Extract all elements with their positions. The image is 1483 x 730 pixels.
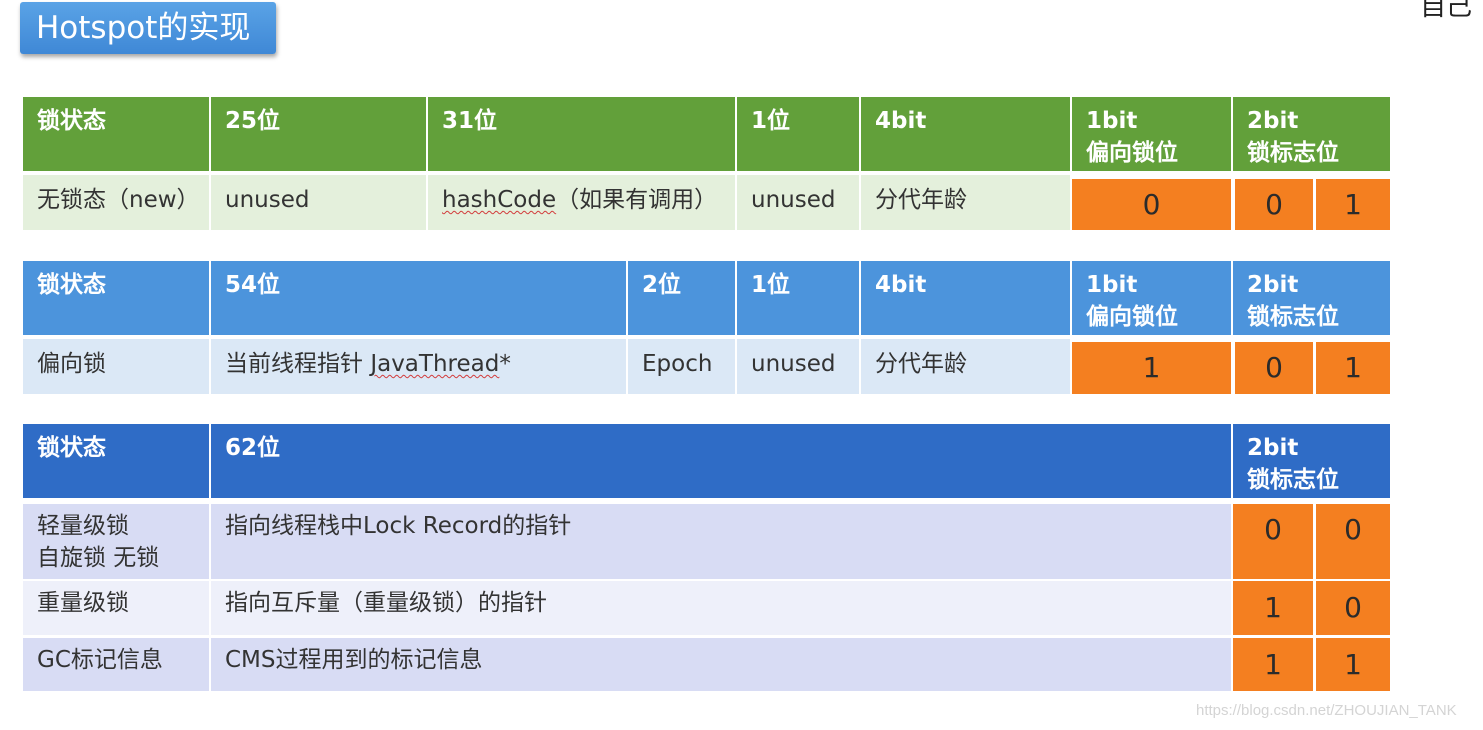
header-lock-flag-label: 锁标志位 <box>1247 467 1339 493</box>
cell-flag-bit1: 0 <box>1233 504 1313 579</box>
header-lock-state: 锁状态 <box>23 424 209 498</box>
header-4bit-age: 4bit <box>861 261 1070 335</box>
header-biased-bit-label: 偏向锁位 <box>1086 140 1178 166</box>
cell-25bit: unused <box>211 175 426 230</box>
header-2bit-epoch: 2位 <box>628 261 735 335</box>
cell-biased-bit: 0 <box>1072 179 1231 230</box>
header-biased-bit-size: 1bit <box>1086 272 1138 298</box>
cell-age: 分代年龄 <box>861 175 1070 230</box>
header-25bit: 25位 <box>211 97 426 171</box>
cell-age: 分代年龄 <box>861 339 1070 394</box>
cell-flag-bit2: 0 <box>1316 581 1390 635</box>
cell-31bit: hashCode（如果有调用） <box>428 175 735 230</box>
cell-flag-bit1: 0 <box>1235 179 1313 230</box>
header-62bit: 62位 <box>211 424 1231 498</box>
state-line2: 自旋锁 无锁 <box>37 545 160 571</box>
header-lock-flag-size: 2bit <box>1247 272 1299 298</box>
cell-lock-state: 偏向锁 <box>23 339 209 394</box>
cell-thread-pointer: 当前线程指针 JavaThread* <box>211 339 626 394</box>
cell-lock-state-heavyweight: 重量级锁 <box>23 581 209 635</box>
cell-content-gc: CMS过程用到的标记信息 <box>211 638 1231 691</box>
cell-flag-bit1: 0 <box>1235 342 1313 394</box>
thread-pointer-text: 当前线程指针 <box>225 351 371 377</box>
pointer-asterisk: * <box>499 351 511 377</box>
header-lock-state: 锁状态 <box>23 261 209 335</box>
cell-flag-bit2: 1 <box>1316 179 1390 230</box>
hashcode-note: （如果有调用） <box>556 187 718 213</box>
header-biased-bit: 1bit 偏向锁位 <box>1072 97 1231 171</box>
slide-title: Hotspot的实现 <box>20 2 276 54</box>
cell-biased-bit: 1 <box>1072 342 1231 394</box>
header-31bit: 31位 <box>428 97 735 171</box>
corner-text: 自己 <box>1420 0 1473 22</box>
cell-lock-state-lightweight: 轻量级锁 自旋锁 无锁 <box>23 504 209 579</box>
cell-content-heavyweight: 指向互斥量（重量级锁）的指针 <box>211 581 1231 635</box>
header-54bit: 54位 <box>211 261 626 335</box>
hashcode-text: hashCode <box>442 187 557 213</box>
header-biased-bit: 1bit 偏向锁位 <box>1072 261 1231 335</box>
header-lock-state: 锁状态 <box>23 97 209 171</box>
cell-flag-bit1: 1 <box>1233 581 1313 635</box>
header-lock-flag-label: 锁标志位 <box>1247 304 1339 330</box>
header-lock-flag-size: 2bit <box>1247 435 1299 461</box>
header-1bit-unused: 1位 <box>737 97 859 171</box>
header-lock-flag: 2bit 锁标志位 <box>1233 261 1390 335</box>
javathread-text: JavaThread <box>370 351 500 377</box>
cell-content-lightweight: 指向线程栈中Lock Record的指针 <box>211 504 1231 579</box>
cell-flag-bit2: 0 <box>1316 504 1390 579</box>
cell-lock-state: 无锁态（new） <box>23 175 209 230</box>
cell-flag-bit1: 1 <box>1233 638 1313 691</box>
cell-1bit-unused: unused <box>737 339 859 394</box>
cell-flag-bit2: 1 <box>1316 638 1390 691</box>
header-1bit-unused: 1位 <box>737 261 859 335</box>
cell-epoch: Epoch <box>628 339 735 394</box>
cell-lock-state-gc: GC标记信息 <box>23 638 209 691</box>
header-lock-flag: 2bit 锁标志位 <box>1233 424 1390 498</box>
header-lock-flag: 2bit 锁标志位 <box>1233 97 1390 171</box>
header-biased-bit-size: 1bit <box>1086 108 1138 134</box>
watermark-url: https://blog.csdn.net/ZHOUJIAN_TANK <box>1196 702 1457 719</box>
cell-flag-bit2: 1 <box>1316 342 1390 394</box>
header-biased-bit-label: 偏向锁位 <box>1086 304 1178 330</box>
header-lock-flag-size: 2bit <box>1247 108 1299 134</box>
header-lock-flag-label: 锁标志位 <box>1247 140 1339 166</box>
cell-1bit-unused: unused <box>737 175 859 230</box>
header-4bit-age: 4bit <box>861 97 1070 171</box>
state-line1: 轻量级锁 <box>37 513 129 539</box>
